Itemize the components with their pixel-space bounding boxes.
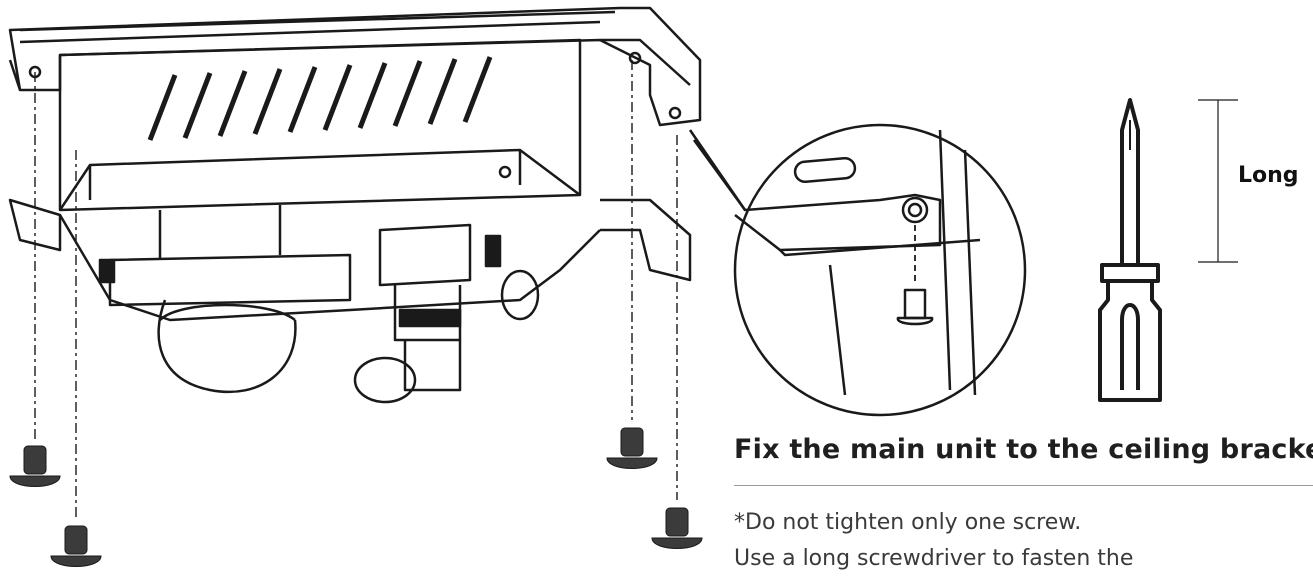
length-dimension [1198,99,1238,263]
screw-icon [50,525,102,567]
detail-magnifier [688,123,1027,417]
screw-icon [651,507,703,549]
divider [734,485,1313,486]
screw-icon [9,445,61,487]
screw-icon [606,427,658,469]
main-unit-housing [58,38,582,212]
screwdriver-icon [1098,98,1162,402]
instruction-note: *Do not tighten only one screw. [734,510,1082,535]
screw-guide-lines [34,60,678,520]
instruction-heading: Fix the main unit to the ceiling bracke [734,434,1313,465]
length-label: Long [1238,163,1299,188]
lens-assembly [58,205,601,404]
instruction-note: Use a long screwdriver to fasten the [734,546,1134,571]
ceiling-bracket [8,6,702,282]
